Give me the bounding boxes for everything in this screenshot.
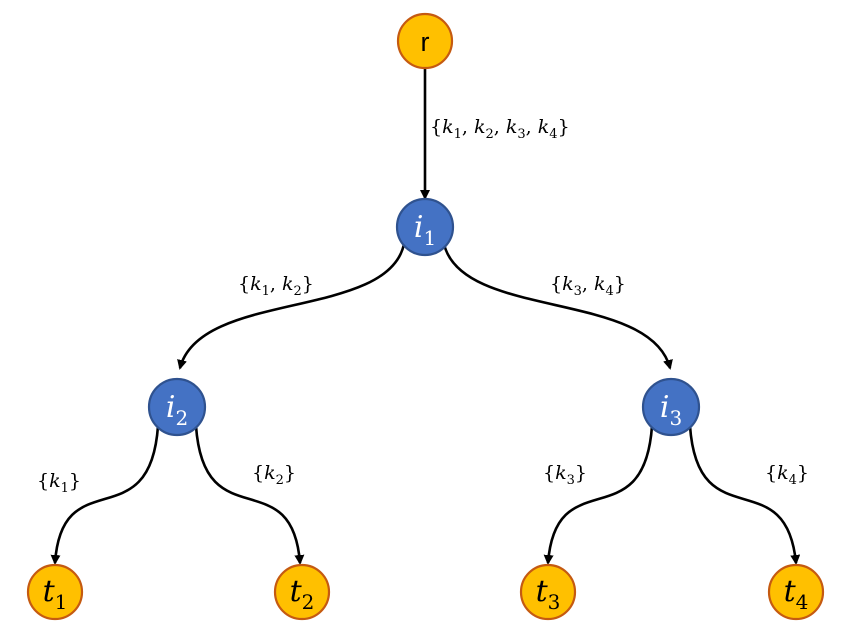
open-brace: { xyxy=(550,273,562,295)
key-symbol: k xyxy=(282,273,294,295)
edge-label-i1-i2: {k1, k2} xyxy=(238,273,314,299)
node-i2: i2 xyxy=(147,377,207,437)
node-i2-circle xyxy=(147,377,207,437)
key-subscript: 3 xyxy=(574,284,582,299)
close-brace: } xyxy=(69,470,81,492)
comma: , xyxy=(494,116,506,138)
edge-i3-t4 xyxy=(688,425,801,565)
key-subscript: 2 xyxy=(276,473,284,488)
edge-i3-t3 xyxy=(543,425,654,565)
node-i1-label: i1 xyxy=(414,210,436,250)
node-i1: i1 xyxy=(395,197,455,257)
node-t2: t2 xyxy=(273,563,331,621)
node-root-label: r xyxy=(421,27,430,57)
key-symbol: k xyxy=(777,462,789,484)
close-brace: } xyxy=(284,462,296,484)
key-subscript: 1 xyxy=(454,127,462,142)
key-subscript: 3 xyxy=(517,127,525,142)
comma: , xyxy=(526,116,538,138)
key-subscript: 2 xyxy=(486,127,494,142)
key-subscript: 4 xyxy=(549,127,557,142)
key-subscript: 4 xyxy=(789,473,797,488)
node-i3-circle xyxy=(641,377,701,437)
comma: , xyxy=(270,273,282,295)
edge-label-i2-t2: {k2} xyxy=(252,462,296,488)
close-brace: } xyxy=(575,462,587,484)
node-t4: t4 xyxy=(767,563,825,621)
node-t2-circle xyxy=(273,563,331,621)
edges xyxy=(50,68,801,565)
key-symbol: k xyxy=(538,116,550,138)
node-root-circle xyxy=(396,12,454,70)
edge-labels: {k1, k2, k3, k4} {k1, k2} {k3, k4} {k1} … xyxy=(37,116,809,496)
node-i3-label: i3 xyxy=(660,390,682,430)
node-t3-circle xyxy=(519,563,577,621)
key-symbol: k xyxy=(594,273,606,295)
edge-label-i1-i3: {k3, k4} xyxy=(550,273,626,299)
key-subscript: 2 xyxy=(294,284,302,299)
key-subscript: 1 xyxy=(61,481,69,496)
close-brace: } xyxy=(558,116,570,138)
node-t1: t1 xyxy=(26,563,84,621)
close-brace: } xyxy=(614,273,626,295)
key-symbol: k xyxy=(264,462,276,484)
key-subscript: 3 xyxy=(567,473,575,488)
comma: , xyxy=(462,116,474,138)
edge-i2-t1 xyxy=(50,425,160,565)
key-subscript: 4 xyxy=(606,284,614,299)
edge-label-r-i1: {k1, k2, k3, k4} xyxy=(430,116,570,142)
node-t1-circle xyxy=(26,563,84,621)
key-symbol: k xyxy=(474,116,486,138)
key-subscript: 1 xyxy=(262,284,270,299)
node-t2-label: t2 xyxy=(290,574,315,614)
node-root: r xyxy=(396,12,454,70)
key-symbol: k xyxy=(49,470,61,492)
key-symbol: k xyxy=(442,116,454,138)
edge-i2-t2 xyxy=(194,425,305,565)
open-brace: { xyxy=(37,470,49,492)
node-t4-circle xyxy=(767,563,825,621)
key-symbol: k xyxy=(250,273,262,295)
open-brace: { xyxy=(430,116,442,138)
nodes: r i1 i2 i3 t1 t2 t3 t4 xyxy=(26,12,825,621)
close-brace: } xyxy=(302,273,314,295)
comma: , xyxy=(582,273,594,295)
close-brace: } xyxy=(797,462,809,484)
edge-i1-i3 xyxy=(442,243,673,370)
open-brace: { xyxy=(252,462,264,484)
key-symbol: k xyxy=(506,116,518,138)
edge-label-i3-t3: {k3} xyxy=(543,462,587,488)
node-t3-label: t3 xyxy=(536,574,561,614)
open-brace: { xyxy=(543,462,555,484)
open-brace: { xyxy=(238,273,250,295)
node-t3: t3 xyxy=(519,563,577,621)
node-t1-label: t1 xyxy=(43,574,68,614)
edge-i1-i2 xyxy=(177,243,406,370)
edge-label-i3-t4: {k4} xyxy=(765,462,809,488)
edge-label-i2-t1: {k1} xyxy=(37,470,81,496)
key-symbol: k xyxy=(562,273,574,295)
node-t4-label: t4 xyxy=(784,574,809,614)
node-i2-label: i2 xyxy=(166,390,188,430)
open-brace: { xyxy=(765,462,777,484)
node-i3: i3 xyxy=(641,377,701,437)
node-i1-circle xyxy=(395,197,455,257)
key-symbol: k xyxy=(555,462,567,484)
